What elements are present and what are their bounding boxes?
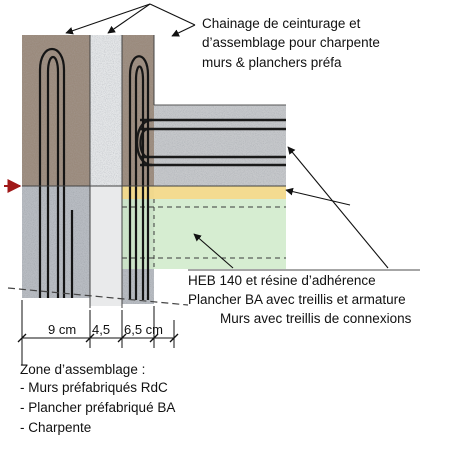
dimension-lines (21, 300, 175, 365)
dim-gap: 4,5 (92, 322, 110, 337)
label-heb: HEB 140 et résine d’adhérence (188, 273, 376, 288)
legend-item-murs: - Murs préfabriqués RdC (20, 380, 168, 395)
callout-arrows (65, 3, 389, 269)
legend-item-plancher: - Plancher préfabriqué BA (20, 400, 175, 415)
lower-wall-outer (22, 186, 90, 298)
callout-chainage-line1: Chainage de ceinturage et (202, 16, 361, 31)
upper-wall-inner (122, 35, 154, 186)
slab-rebars (135, 118, 286, 167)
ground-line (7, 287, 189, 306)
dimension-ticks (17, 333, 179, 343)
block-outlines (22, 35, 286, 308)
upper-wall-core (90, 35, 122, 186)
lower-wall-core (90, 186, 122, 306)
resin-band (122, 186, 286, 199)
legend-item-charpente: - Charpente (20, 420, 91, 435)
label-murs: Murs avec treillis de connexions (220, 311, 412, 326)
callout-chainage-line3: murs & planchers préfa (202, 55, 342, 70)
dim-wall: 9 cm (48, 322, 76, 337)
precast-slab (154, 104, 286, 187)
callout-chainage-line2: d’assemblage pour charpente (202, 35, 380, 50)
label-plancher: Plancher BA avec treillis et armature (188, 292, 406, 307)
legend-title: Zone d’assemblage : (20, 362, 145, 377)
dim-inner: 6,5 cm (124, 322, 163, 337)
plancher-ba (122, 199, 286, 269)
wall-rebars (38, 48, 150, 300)
